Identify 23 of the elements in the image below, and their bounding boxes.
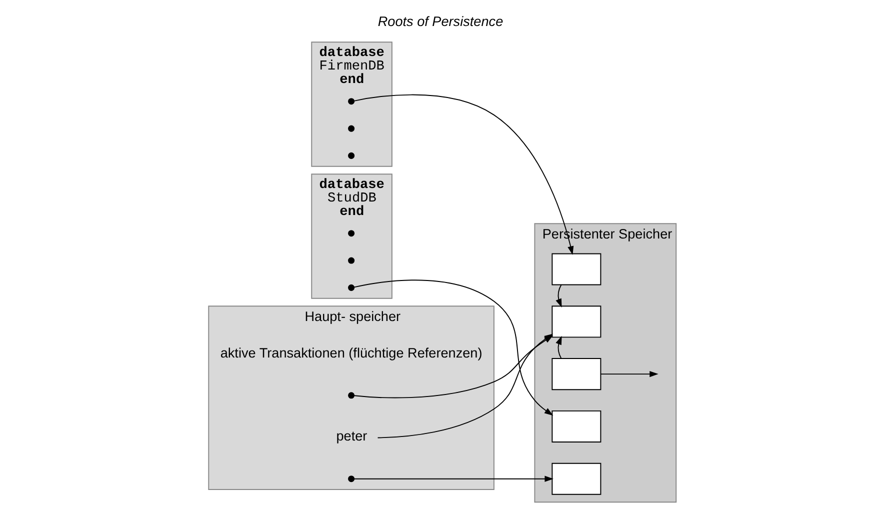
- cluster: database FirmenDB end: [311, 42, 392, 167]
- arrow: [354, 476, 554, 482]
- arrow: [600, 371, 658, 378]
- node-box: [552, 358, 602, 390]
- node-circle: [348, 392, 355, 399]
- node-circle: [348, 476, 355, 482]
- node-circle: [348, 152, 355, 159]
- node-label: aktive Transaktionen (flüchtige Referenzen): [220, 345, 482, 360]
- node-box: [552, 410, 602, 442]
- node-text: peter: [336, 428, 368, 444]
- node-box: [552, 253, 602, 286]
- node-box: [552, 306, 602, 338]
- node-circle: [348, 257, 355, 264]
- node-circle: [348, 284, 355, 291]
- node-circle: [348, 125, 355, 132]
- arrow: [556, 336, 562, 359]
- node-circle: [348, 230, 355, 237]
- arrow: [354, 94, 574, 255]
- diagram-title: Roots of Persistence: [378, 14, 504, 29]
- node-circle: [348, 98, 355, 105]
- cluster: database StudDB end: [311, 174, 392, 299]
- node-box: [552, 462, 602, 495]
- arrow: [556, 284, 562, 308]
